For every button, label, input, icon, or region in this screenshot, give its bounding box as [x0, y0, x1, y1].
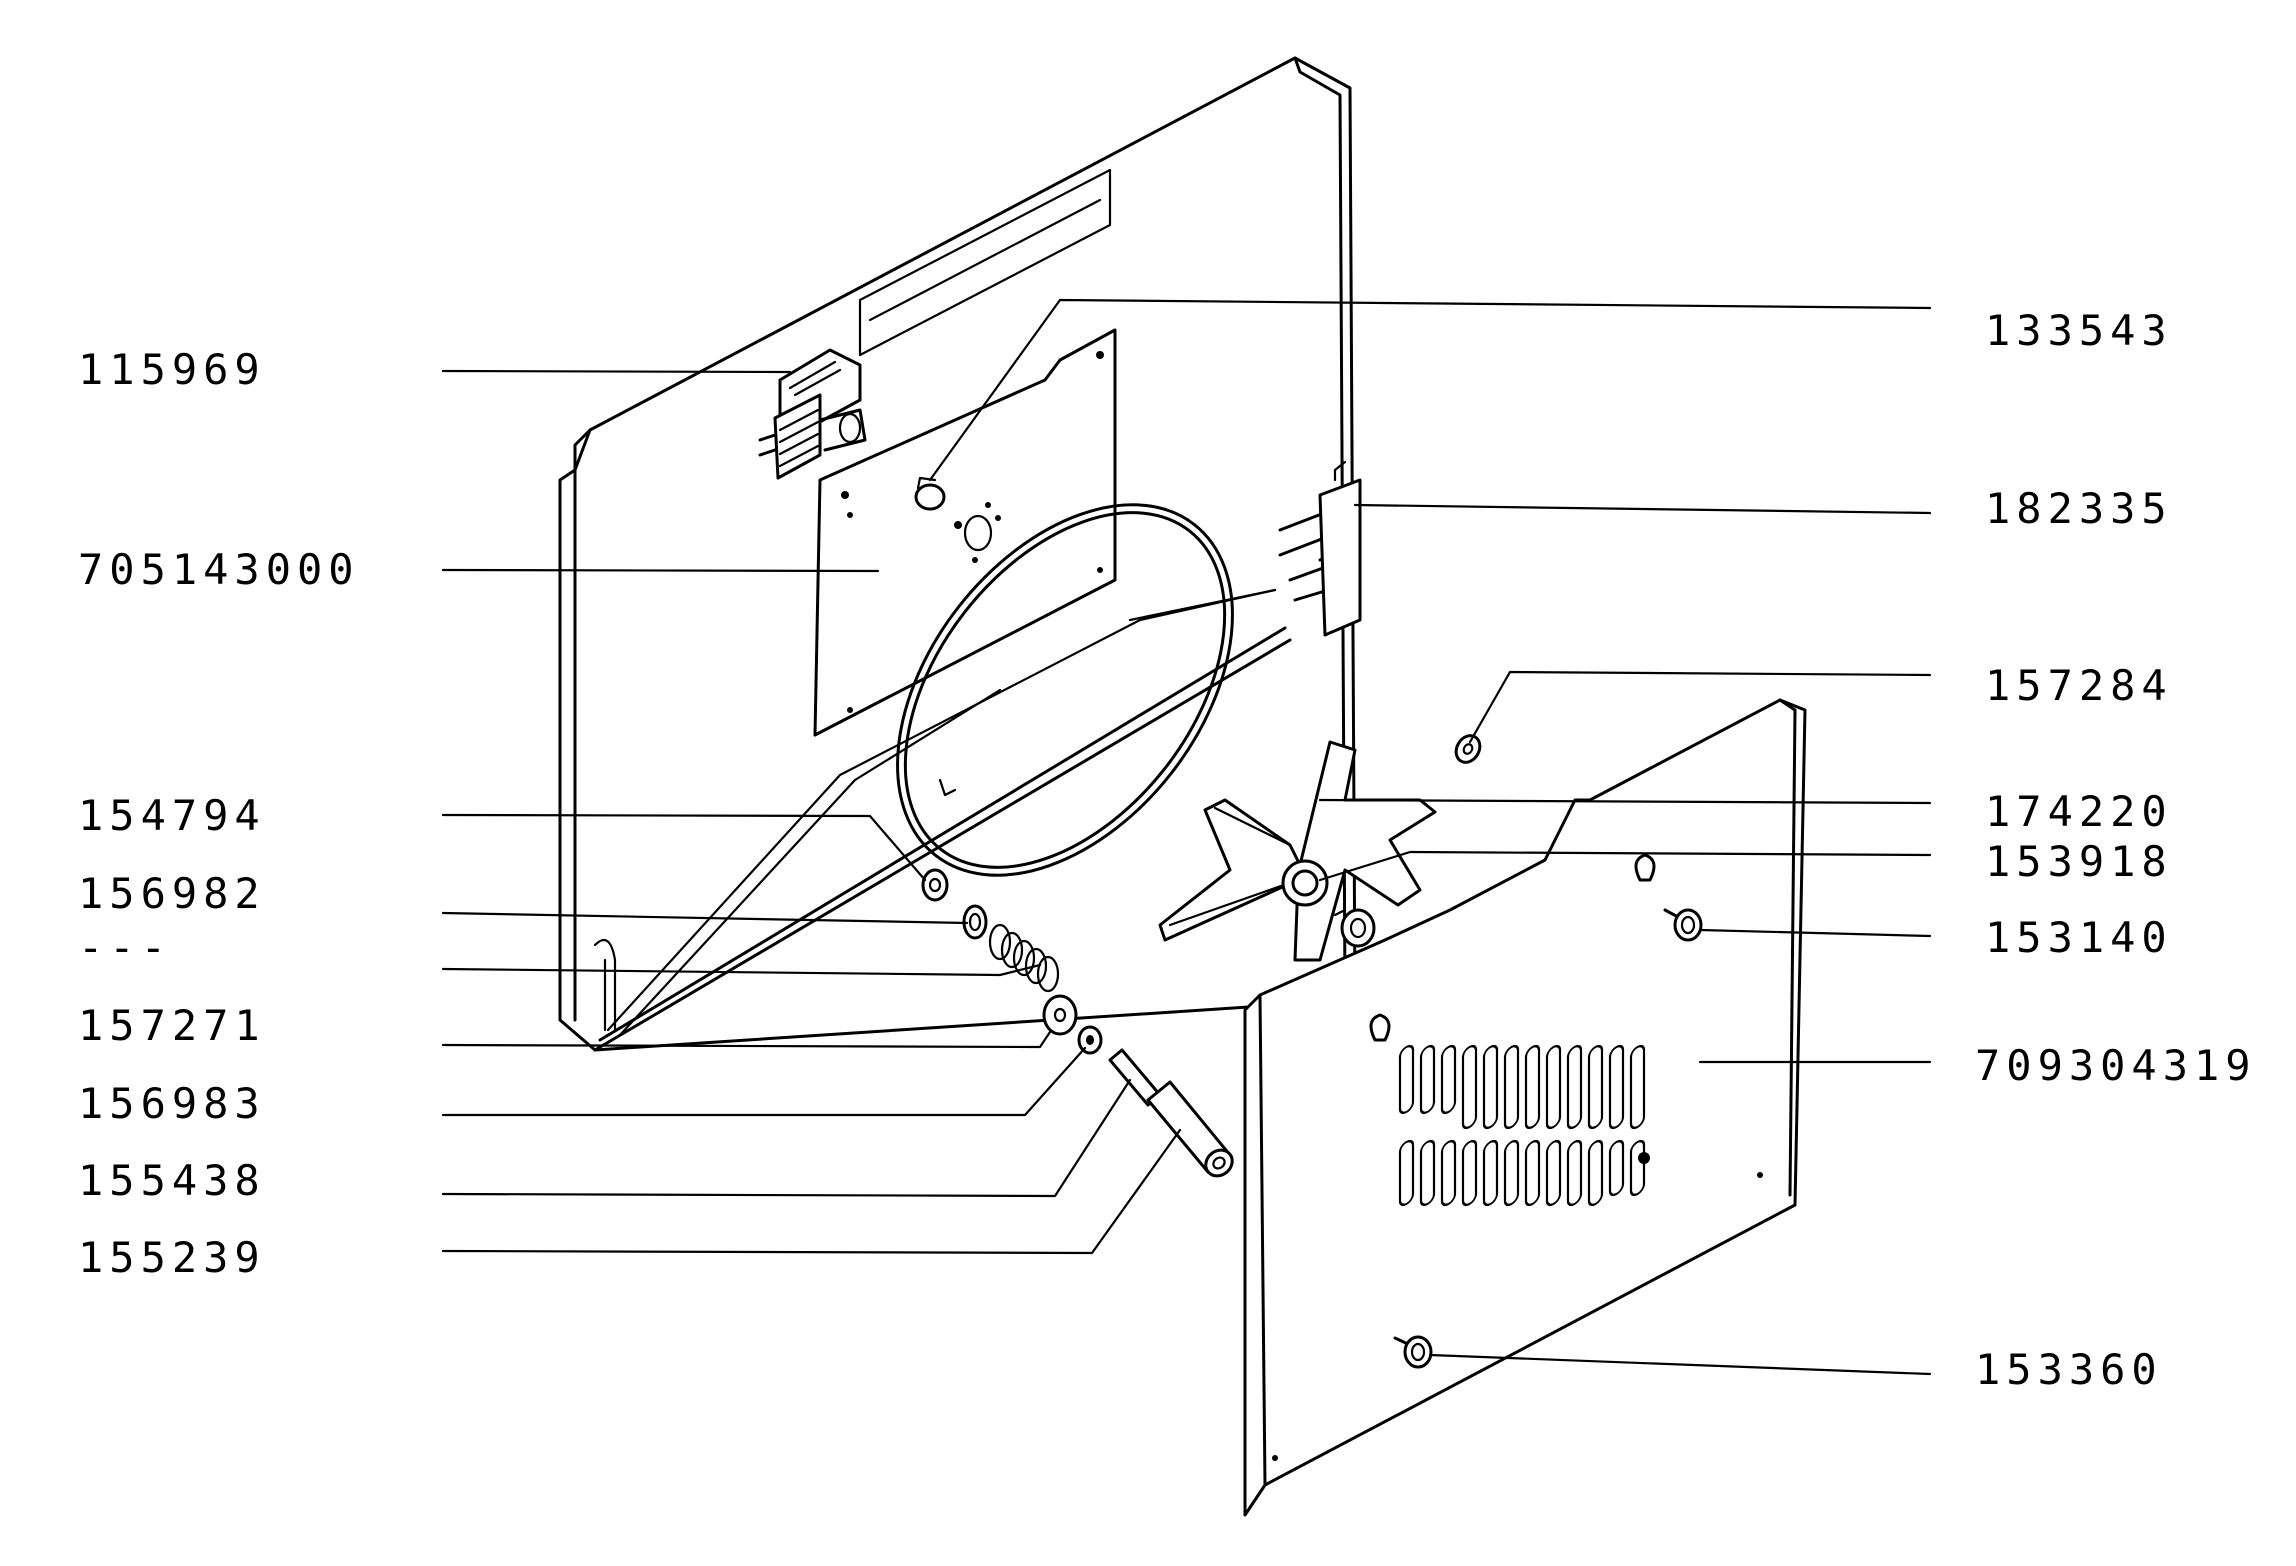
washer-157284 [1454, 734, 1482, 764]
label-157284: 157284 [1985, 661, 2173, 710]
label-115969: 115969 [78, 345, 266, 394]
screw-153140 [1663, 908, 1703, 942]
grille-slot [1398, 1139, 1415, 1207]
label-182335: 182335 [1985, 484, 2173, 533]
label-dash: --- [78, 923, 172, 972]
grille-slot [1482, 1139, 1499, 1207]
right-part-labels: 133543 182335 157284 174220 153918 15314… [1975, 306, 2257, 1394]
label-155438: 155438 [78, 1156, 266, 1205]
grille-slot [1587, 1044, 1604, 1130]
grille-slot [1440, 1139, 1457, 1207]
label-154794: 154794 [78, 791, 266, 840]
label-174220: 174220 [1985, 787, 2173, 836]
grille-slot [1608, 1044, 1625, 1130]
grille-slot [1608, 1139, 1625, 1197]
ventilation-grille [1398, 1044, 1646, 1207]
shaft-assembly [921, 868, 1234, 1178]
grille-slot [1419, 1044, 1436, 1115]
label-156983: 156983 [78, 1079, 266, 1128]
grille-slot [1629, 1139, 1646, 1197]
grille-slot [1440, 1044, 1457, 1115]
fan-motor [758, 348, 867, 480]
label-156982: 156982 [78, 869, 266, 918]
ring-heating-element [896, 460, 1362, 877]
label-133543: 133543 [1985, 306, 2173, 355]
grille-slot [1398, 1044, 1415, 1115]
grille-slot [1566, 1044, 1583, 1130]
label-153360: 153360 [1975, 1345, 2163, 1394]
label-153140: 153140 [1985, 913, 2173, 962]
label-153918: 153918 [1985, 837, 2173, 886]
grille-slot [1524, 1044, 1541, 1130]
grille-slot [1482, 1044, 1499, 1130]
label-155239: 155239 [78, 1233, 266, 1282]
mounting-screw-133543 [914, 476, 1001, 563]
grille-slot [1545, 1044, 1562, 1130]
grille-slot [1629, 1044, 1646, 1130]
grille-slot [1545, 1139, 1562, 1207]
front-cover-panel [1243, 698, 1807, 1517]
grille-slot [1503, 1139, 1520, 1207]
label-709304319: 709304319 [1975, 1041, 2257, 1090]
grille-slot [1524, 1139, 1541, 1207]
left-part-labels: 115969 705143000 154794 156982 --- 15727… [78, 345, 360, 1282]
label-157271: 157271 [78, 1001, 266, 1050]
grille-slot [1503, 1044, 1520, 1130]
grille-slot [1587, 1139, 1604, 1207]
grille-slot [1461, 1044, 1478, 1130]
label-705143000: 705143000 [78, 545, 360, 594]
leader-lines [441, 298, 1932, 1376]
spring [988, 923, 1060, 993]
grille-slot [1461, 1139, 1478, 1207]
grille-slot [1419, 1139, 1436, 1207]
grille-slot [1566, 1139, 1583, 1207]
screw-153360 [1393, 1335, 1433, 1369]
